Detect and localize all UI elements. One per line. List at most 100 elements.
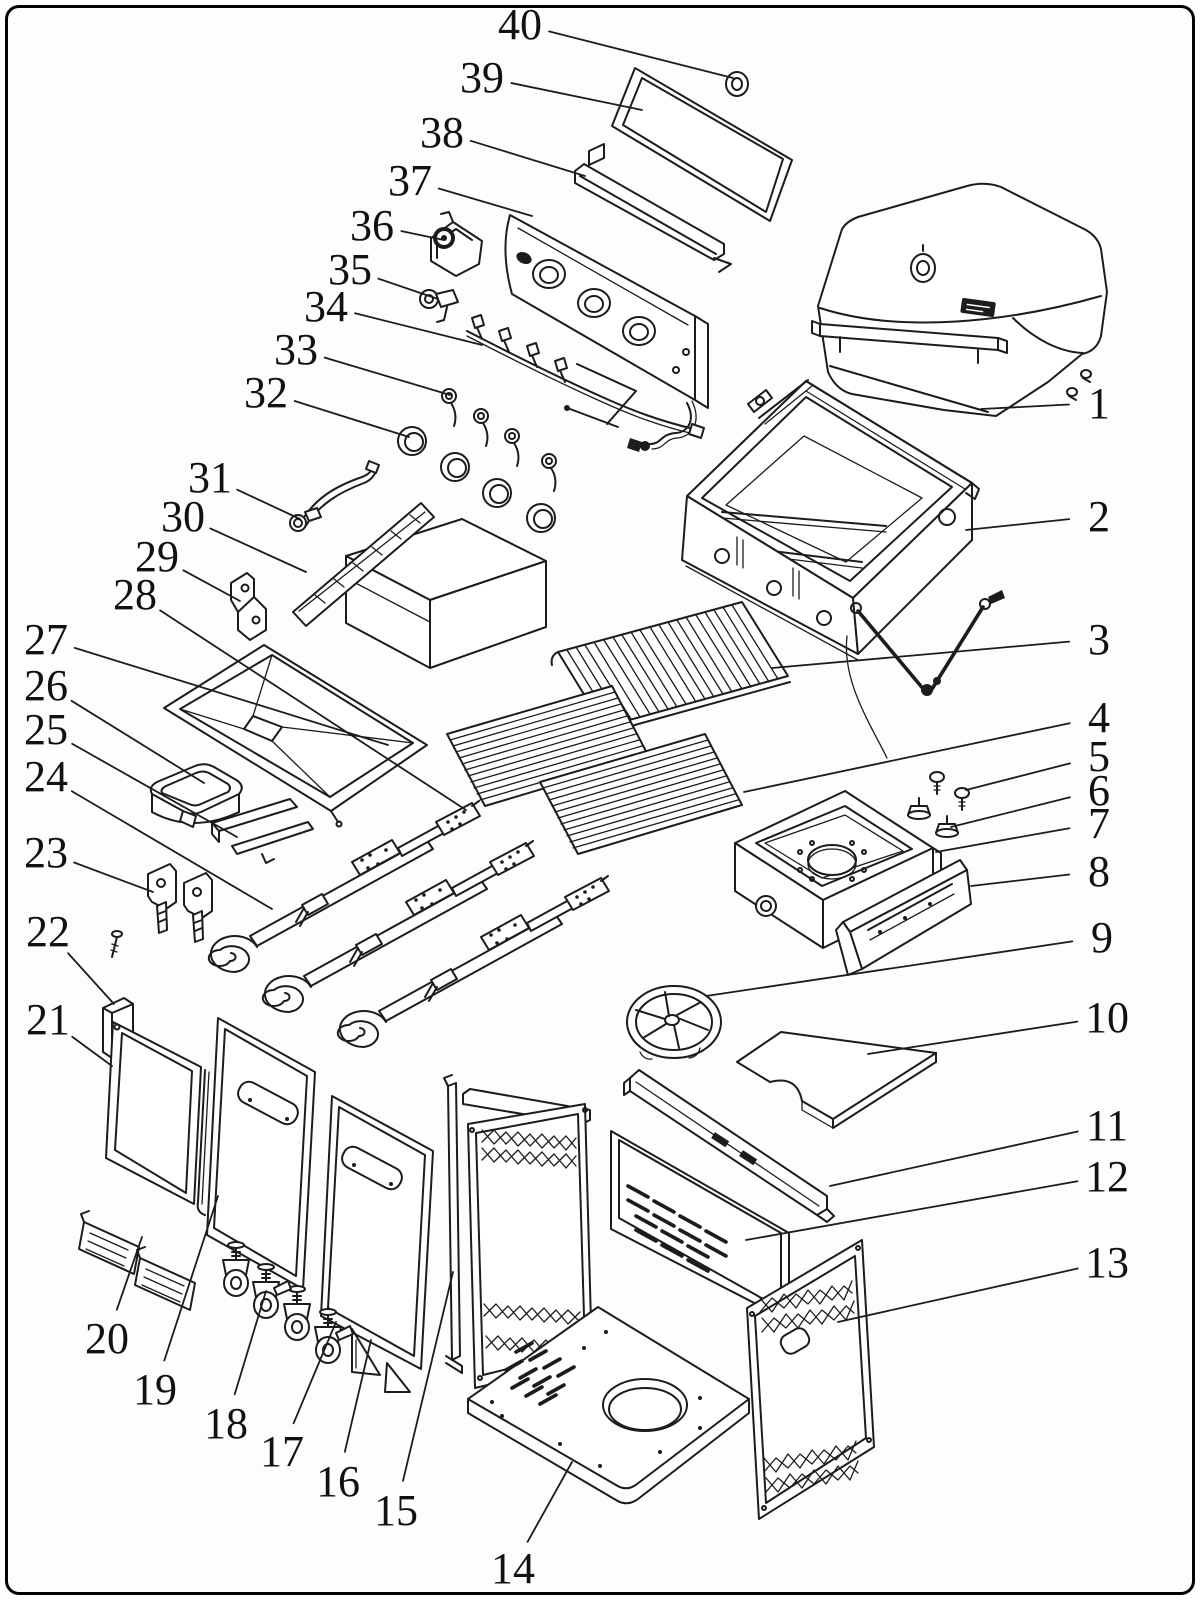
part-leader-30: [209, 527, 307, 573]
part-21-door-frame: [105, 1021, 210, 1216]
part-label-7-side-burner-box: 7: [1088, 799, 1110, 848]
part-label-35-gas-valve: 35: [328, 245, 372, 294]
part-leader-15: [402, 1271, 454, 1482]
part-9-side-burner-grate: [626, 985, 722, 1060]
part-label-9-side-burner-grate: 9: [1091, 913, 1113, 962]
part-leader-25: [71, 742, 238, 838]
part-leader-32: [293, 400, 410, 438]
part-32-control-knobs: [397, 426, 556, 533]
part-14-bottom-shelf: [467, 1306, 750, 1505]
part-leader-22: [67, 952, 115, 1005]
part-5-screws: [929, 771, 970, 811]
part-leader-40: [548, 30, 734, 79]
part-29-side-bracket: [230, 572, 267, 641]
part-label-29-side-bracket: 29: [135, 532, 179, 581]
part-label-27-grease-tray: 27: [24, 615, 68, 664]
part-label-19-cabinet-door: 19: [133, 1365, 177, 1414]
part-label-28-burner-mount-plate: 28: [113, 570, 157, 619]
part-23-mounting-brackets: [147, 863, 213, 943]
part-leader-29: [182, 569, 241, 602]
part-leader-33: [323, 356, 451, 396]
part-27-grease-tray: [163, 644, 428, 828]
part-38-panel-trim-bar: [574, 143, 732, 273]
part-2-firebox: [681, 379, 1005, 759]
part-leader-21: [71, 1035, 113, 1067]
part-6-rubber-feet: [907, 797, 959, 838]
part-37-control-panel: [504, 214, 709, 452]
part-label-34-ignition-wire-harness: 34: [304, 282, 348, 331]
part-label-18-caster: 18: [204, 1399, 248, 1448]
part-label-12-rear-vent-panel: 12: [1085, 1152, 1129, 1201]
part-leader-9: [705, 940, 1074, 997]
part-leader-37: [437, 187, 533, 217]
part-label-20-trim-strip: 20: [85, 1314, 129, 1363]
part-leader-27: [73, 646, 389, 746]
part-25-crossover-brackets: [211, 798, 314, 864]
part-16-corner-gussets: [351, 1328, 411, 1393]
part-label-8-side-shelf-drawer: 8: [1088, 847, 1110, 896]
part-leader-39: [510, 82, 643, 111]
part-31-supply-hose: [289, 460, 380, 532]
part-19-cabinet-doors: [206, 1017, 434, 1370]
labels-layer: 1234567891011121314151617181920212223242…: [24, 0, 1129, 1593]
part-label-38-panel-trim-bar: 38: [420, 108, 464, 157]
part-leader-26: [70, 699, 205, 784]
part-leader-7: [935, 827, 1071, 853]
part-leader-10: [867, 1020, 1079, 1055]
part-leader-13: [837, 1267, 1079, 1323]
part-leader-5: [965, 762, 1071, 791]
part-leader-1: [980, 403, 1070, 410]
part-leader-3: [771, 640, 1071, 669]
part-40-lid-damper-knob: [725, 71, 749, 97]
part-13-right-side-panel: [746, 1239, 875, 1520]
part-leader-6: [950, 796, 1071, 828]
part-label-3-warming-rack: 3: [1088, 615, 1110, 664]
part-label-36-igniter-module: 36: [350, 201, 394, 250]
part-label-24-burner-tube: 24: [24, 752, 68, 801]
part-label-22-igniter-battery: 22: [26, 907, 70, 956]
part-leader-24: [70, 790, 273, 910]
part-label-39-front-shelf-panel: 39: [460, 53, 504, 102]
part-label-10-side-table-panel: 10: [1085, 993, 1129, 1042]
part-label-14-bottom-shelf: 14: [491, 1544, 535, 1593]
part-leader-34: [354, 312, 483, 346]
part-33-electrodes: [441, 388, 557, 492]
part-label-6-rubber-foot: 6: [1088, 766, 1110, 815]
part-leader-2: [965, 518, 1071, 531]
part-label-13-right-side-panel: 13: [1085, 1238, 1129, 1287]
part-leader-16: [343, 1339, 372, 1453]
part-8-side-shelf-drawer: [835, 859, 972, 976]
part-label-2-firebox: 2: [1088, 492, 1110, 541]
part-label-25-crossover-bracket: 25: [24, 705, 68, 754]
part-leader-31: [236, 488, 301, 520]
part-label-31-supply-hose: 31: [188, 453, 232, 502]
part-label-30-vent-bezel-and-tray: 30: [161, 492, 205, 541]
part-leader-38: [469, 139, 586, 177]
part-leader-19: [163, 1195, 219, 1362]
part-label-4-cooking-grate: 4: [1088, 693, 1110, 742]
part-leader-35: [377, 277, 439, 300]
part-label-21-door-frame: 21: [26, 995, 70, 1044]
part-34-ignition-wire-harness: [466, 314, 705, 439]
part-leader-28: [159, 609, 467, 811]
part-leader-36: [400, 230, 445, 241]
part-label-17-locking-caster: 17: [260, 1427, 304, 1476]
part-leader-12: [745, 1180, 1079, 1241]
part-20-trim-strips: [78, 1210, 196, 1311]
part-11-front-trim-rail: [623, 1069, 835, 1223]
part-17-18-casters: [222, 1241, 354, 1364]
part-label-1-lid-assembly: 1: [1088, 379, 1110, 428]
part-label-16-corner-gusset: 16: [316, 1457, 360, 1506]
part-leader-14: [526, 1461, 573, 1543]
part-10-side-table-panel: [736, 1031, 937, 1129]
part-1-lid-assembly: [811, 182, 1108, 417]
part-label-40-lid-damper-knob: 40: [498, 0, 542, 49]
part-39-front-shelf-panel: [611, 67, 793, 222]
part-label-15-left-side-panel-frame: 15: [374, 1486, 418, 1535]
part-36-igniter-module: [430, 211, 483, 277]
parts-artwork: 1234567891011121314151617181920212223242…: [24, 0, 1129, 1593]
part-30-vent-bezel-and-tray: [292, 502, 547, 669]
part-4-cooking-grates: [446, 685, 743, 855]
